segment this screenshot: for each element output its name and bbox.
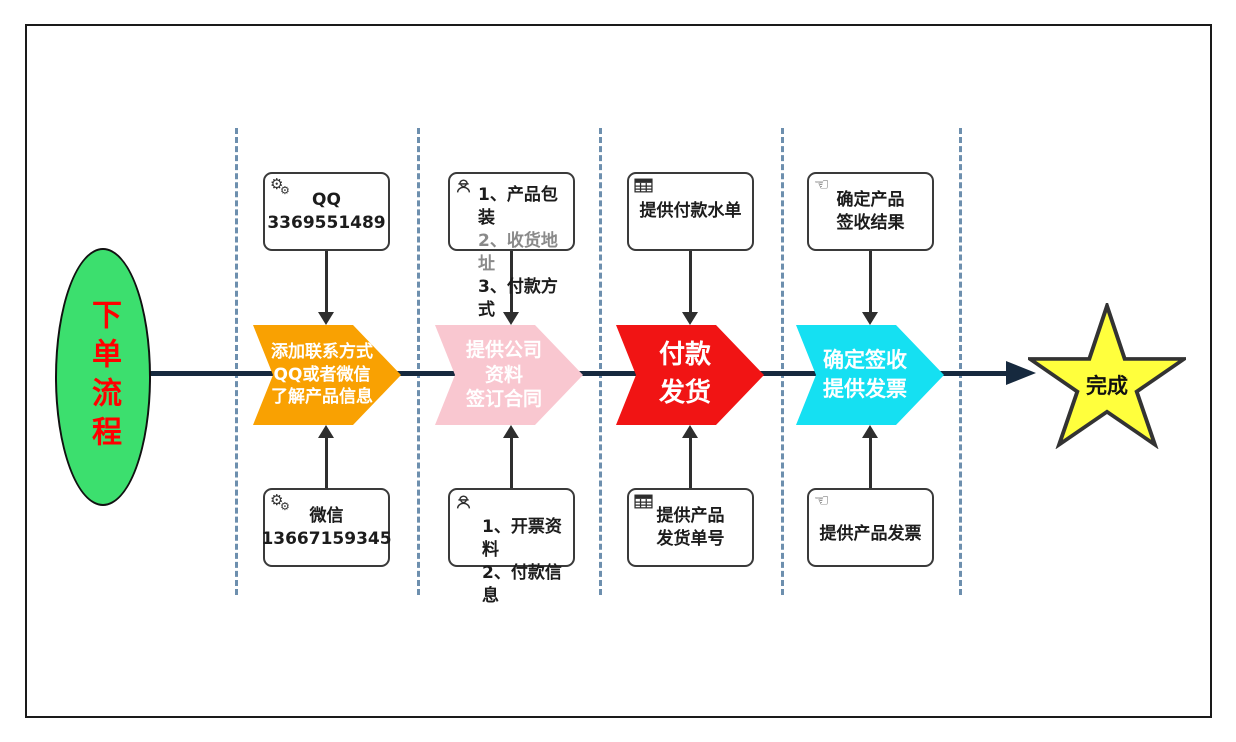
arrow-down-icon [862,312,878,325]
connector-line [869,437,872,488]
table-icon [634,493,653,516]
start-label: 下单流程 [86,299,121,455]
note-line: 2、付款信息 [482,562,562,606]
step-label-line: 了解产品信息 [271,387,373,408]
arrow-down-icon [318,312,334,325]
finish-label: 完成 [1086,374,1128,399]
worker-icon [455,493,472,517]
arrow-down-icon [503,312,519,325]
arrow-down-icon [682,312,698,325]
lane-divider [959,128,962,595]
pointing-hand-icon: ☜ [814,175,830,195]
arrow-up-icon [503,425,519,438]
connector-line [689,437,692,488]
gears-icon: ⚙⚙ [270,175,290,197]
connector-line [510,251,513,314]
lane-divider [781,128,784,595]
step-label-line: 付款 [658,340,711,371]
connector-line [510,437,513,488]
note-line: 提供产品 [656,505,725,526]
step-label-line: 添加联系方式 [271,341,373,362]
note-line: 1、产品包装 [478,185,558,228]
note-box-product-invoice: ☜ 提供产品发票 [807,488,934,567]
finish-star: 完成 [1028,303,1186,449]
step-label-line: 提供发票 [823,377,907,401]
note-line: 签收结果 [836,212,905,233]
note-box-qq: ⚙⚙ QQ 3369551489 [263,172,390,251]
step-chevron-contract: 提供公司 资料 签订合同 [435,325,583,425]
step-label-line: QQ或者微信 [273,364,371,385]
table-icon [634,177,653,200]
lane-divider [599,128,602,595]
lane-divider [235,128,238,595]
connector-line [325,437,328,488]
note-box-invoice-info: 1、开票资料 2、付款信息 [448,488,575,606]
arrow-up-icon [318,425,334,438]
arrow-up-icon [682,425,698,438]
connector-line [869,251,872,314]
note-line: 13667159345 [261,528,392,549]
note-line: 发货单号 [656,528,725,549]
worker-icon [455,177,472,201]
step-label-line: 确定签收 [823,347,907,372]
connector-line [689,251,692,314]
gears-icon: ⚙⚙ [270,491,290,513]
note-line: 1、开票资料 [482,517,562,560]
step-label-line: 发货 [658,378,711,408]
note-box-receipt-result: ☜ 确定产品 签收结果 [807,172,934,251]
note-line: 微信 [309,505,344,526]
note-line: 提供付款水单 [639,201,742,222]
connector-line [325,251,328,314]
note-line: 提供产品发票 [819,524,922,545]
star-icon [1028,303,1186,449]
note-line: 3369551489 [267,212,386,233]
note-box-payment-slip: 提供付款水单 [627,172,754,251]
flow-arrowhead-icon [1006,361,1036,385]
arrow-up-icon [862,425,878,438]
note-line: 3、付款方式 [478,276,558,320]
note-line: QQ [312,189,341,210]
start-ellipse: 下单流程 [55,248,151,506]
note-box-shipping-number: 提供产品 发货单号 [627,488,754,567]
note-box-wechat: ⚙⚙ 微信 13667159345 [261,488,392,567]
lane-divider [417,128,420,595]
note-box-order-info: 1、产品包装 2、收货地址 3、付款方式 [448,172,575,320]
note-line: 2、收货地址 [478,230,558,274]
note-line: 确定产品 [836,189,905,210]
step-label-line: 提供公司 [465,338,542,361]
step-label-line: 签订合同 [465,388,542,411]
step-label-line: 资料 [484,363,523,386]
pointing-hand-icon: ☜ [814,491,830,511]
